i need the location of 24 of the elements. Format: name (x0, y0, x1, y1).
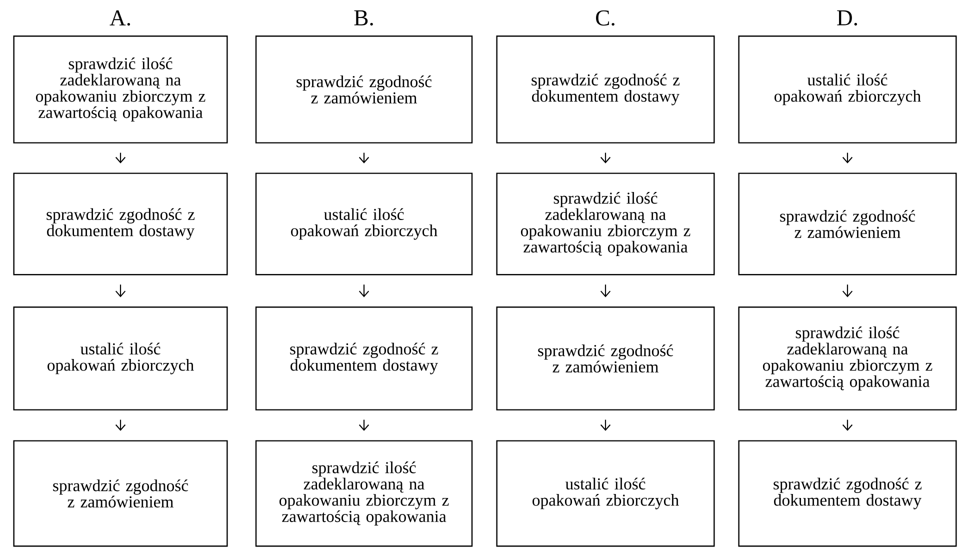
process-box: sprawdzić zgodność z zamówieniem (496, 306, 715, 410)
arrow (842, 284, 853, 298)
arrow (600, 420, 611, 431)
process-box: sprawdzić zgodność z dokumentem dostawy (255, 306, 473, 410)
process-box: sprawdzić ilość zadeklarowaną na opakowaniu zbiorczym z zawartością opakowania (255, 440, 473, 547)
arrow (115, 284, 126, 298)
process-box: sprawdzić zgodność z zamówieniem (738, 172, 957, 276)
process-box: ustalić ilość opakowań zbiorczych (255, 172, 473, 276)
arrow (600, 284, 611, 298)
process-box: ustalić ilość opakowań zbiorczych (496, 440, 715, 547)
process-box: sprawdzić zgodność z zamówieniem (13, 440, 228, 547)
process-box: sprawdzić zgodność z dokumentem dostawy (13, 172, 228, 276)
process-box: sprawdzić ilość zadeklarowaną na opakowaniu zbiorczym z zawartością opakowania (738, 306, 957, 410)
arrow (115, 420, 126, 431)
process-box: sprawdzić zgodność z dokumentem dostawy (738, 440, 957, 547)
arrow (358, 420, 370, 431)
process-box: sprawdzić zgodność z zamówieniem (255, 36, 473, 144)
process-box: ustalić ilość opakowań zbiorczych (738, 36, 957, 144)
arrow (358, 284, 370, 298)
process-box: sprawdzić ilość zadeklarowaną na opakowaniu zbiorczym z zawartością opakowania (13, 36, 228, 144)
arrow (842, 420, 853, 431)
process-box: sprawdzić ilość zadeklarowaną na opakowaniu zbiorczym z zawartością opakowania (496, 172, 715, 276)
process-box: sprawdzić zgodność z dokumentem dostawy (496, 36, 715, 144)
process-box: ustalić ilość opakowań zbiorczych (13, 306, 228, 410)
